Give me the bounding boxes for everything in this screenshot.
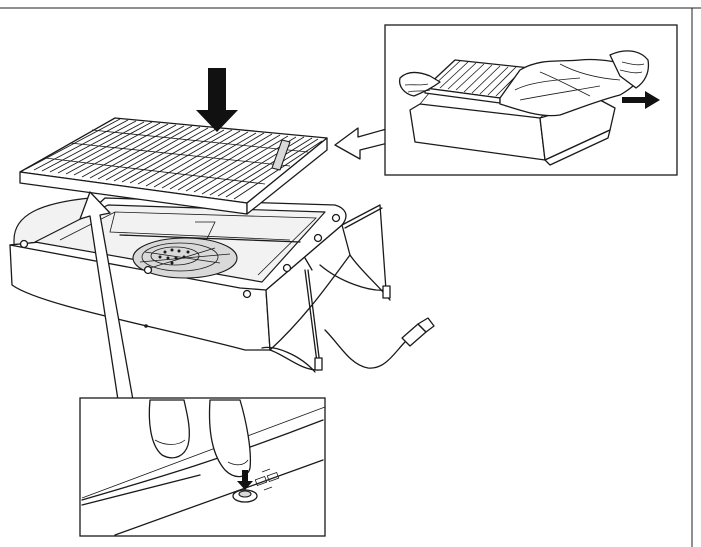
- small-down-arrow-icon: [237, 470, 253, 490]
- down-arrow-icon: [196, 68, 238, 132]
- purifier-housing: [9, 197, 351, 351]
- power-cord: [324, 317, 435, 369]
- pointer-arrow-icon: [334, 127, 393, 160]
- filter-panel: [19, 117, 328, 215]
- wire-stand: [261, 204, 391, 373]
- release-symbol-icon: [254, 468, 280, 491]
- housing-screws: [19, 213, 341, 299]
- page-frame: [0, 7, 701, 547]
- filter-unpacking-inset: [384, 24, 678, 176]
- pull-arrow-icon: [622, 91, 660, 109]
- insert-arrow-icon: [79, 191, 134, 401]
- filter-pleats: [25, 118, 323, 200]
- release-button-inset: [79, 397, 326, 537]
